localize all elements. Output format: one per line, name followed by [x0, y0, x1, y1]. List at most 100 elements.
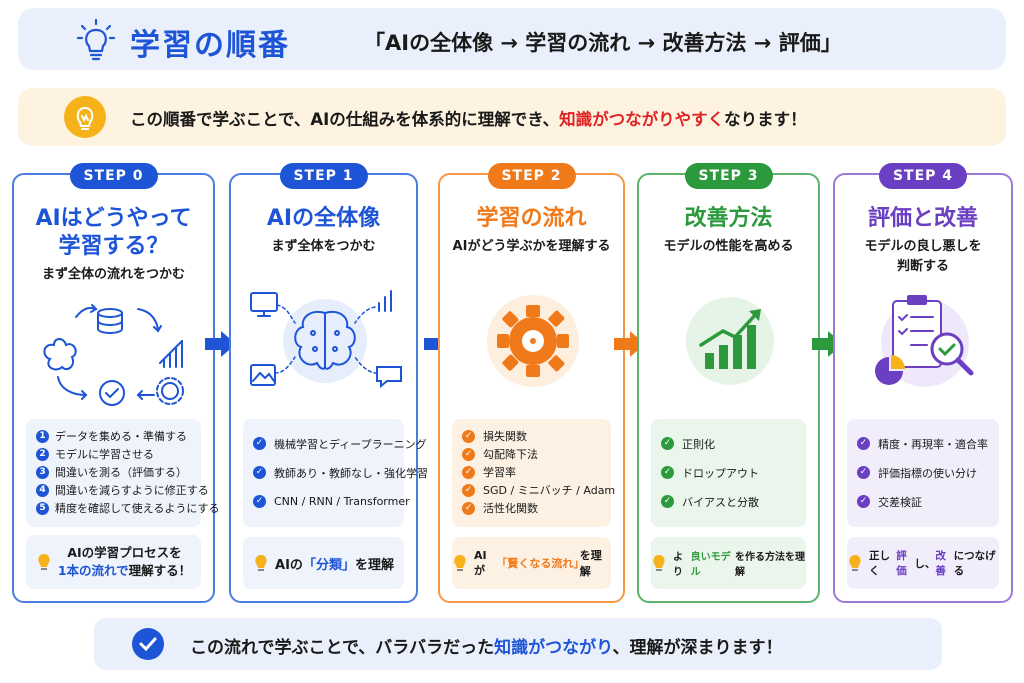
step-items-box: ✓ 精度・再現率・適合率 ✓ 評価指標の使い分け ✓交差検証 [847, 419, 999, 527]
list-item-label: バイアスと分散 [682, 495, 759, 509]
evaluation-clipboard-icon [875, 295, 974, 387]
check-icon: ✓ [253, 437, 266, 450]
tip-before: 正しく [869, 550, 890, 577]
list-item-label: 交差検証 [878, 495, 922, 509]
number-badge: 1 [36, 429, 49, 443]
list-item: ✓ 学習率 [462, 463, 601, 481]
step-1-card: STEP 1 AIの全体像 まず全体をつかむ ✓ 機械学習とディープラーニング ✓… [229, 163, 428, 603]
step-title: AIの全体像 [266, 206, 381, 231]
step-subtitle: モデルの性能を高める [663, 239, 794, 254]
footer-banner: この流れで学ぶことで、バラバラだった知識がつながり、理解が深まります！ [94, 618, 942, 670]
tip-highlight: 1本の流れで [57, 563, 129, 578]
number-badge: 4 [36, 483, 49, 497]
tip-highlight: 改善 [935, 550, 946, 577]
list-item: ✓CNN / RNN / Transformer [253, 487, 410, 516]
list-item: 2 モデルに学習させる [36, 445, 191, 463]
lightbulb-icon [454, 555, 466, 571]
subtitle-line: モデルの良し悪しを [864, 239, 982, 254]
step-items-box: ✓ 損失関数 ✓ 勾配降下法 ✓ 学習率 ✓SGD / ミニバッチ / Adam ✓活… [452, 419, 615, 527]
list-item-label: 間違いを減らすように修正する [55, 484, 209, 497]
list-item-label: 機械学習とディープラーニング [274, 437, 427, 451]
list-item-label: ドロップアウト [682, 466, 759, 480]
list-item-label: 学習率 [483, 466, 516, 479]
check-icon: ✓ [462, 465, 475, 479]
list-item: ✓活性化関数 [462, 499, 601, 517]
list-item: ✓交差検証 [857, 487, 989, 516]
step-badge: STEP 4 [878, 163, 968, 189]
lightbulb-icon [255, 555, 267, 571]
step-tip: AIの学習プロセスを 1本の流れで理解する！ [26, 535, 201, 589]
step-tip: より良いモデルを作る方法を理解 [651, 537, 806, 589]
step-subtitle: AIがどう学ぶかを理解する [452, 239, 611, 254]
list-item-label: モデルに学習させる [55, 448, 154, 461]
tip-after: を理解 [579, 549, 602, 578]
intro-highlight: 知識がつながりやすく [559, 110, 725, 129]
step-title: 評価と改善 [867, 206, 978, 231]
step-badge: STEP 2 [487, 163, 576, 189]
step-title: 改善方法 [684, 206, 773, 231]
arrow-right-icon [205, 331, 236, 357]
list-item-label: データを集める・準備する [55, 430, 187, 443]
list-item: ✓SGD / ミニバッチ / Adam [462, 481, 615, 499]
list-item-label: 間違いを測る（評価する） [55, 466, 187, 479]
intro-text-before: この順番で学ぶことで、AIの仕組みを体系的に理解でき、 [130, 110, 560, 129]
lightbulb-icon [76, 18, 116, 61]
list-item-label: 正則化 [682, 437, 715, 451]
header-banner: 学習の順番 「AIの全体像 → 学習の流れ → 改善方法 → 評価」 [18, 8, 1006, 70]
check-icon: ✓ [857, 466, 870, 479]
check-icon: ✓ [462, 501, 475, 515]
step-items-box: 1 データを集める・準備する 2 モデルに学習させる 3 間違いを測る（評価する） 4… [26, 419, 219, 527]
check-icon: ✓ [253, 466, 266, 479]
lightbulb-icon [849, 555, 861, 571]
intro-text-after: なります！ [724, 110, 807, 129]
step-title: 学習の流れ [476, 206, 587, 231]
tip-line: AIの学習プロセスを [67, 545, 182, 560]
step-badge: STEP 1 [279, 163, 368, 189]
check-icon: ✓ [661, 437, 674, 450]
list-item: ✓ バイアスと分散 [661, 487, 796, 516]
step-subtitle: まず全体をつかむ [271, 239, 376, 254]
tip-before: AIが [474, 548, 487, 577]
step-items-box: ✓ 正則化 ✓ドロップアウト ✓ バイアスと分散 [651, 419, 806, 527]
step-title: AIはどうやって 学習する？ [14, 205, 213, 261]
tip-after: を理解 [354, 557, 394, 573]
step-tip: AIの「分類」を理解 [243, 537, 404, 589]
list-item: ✓ 教師あり・教師なし・強化学習 [253, 458, 428, 487]
step-tip: AIが「賢くなる流れ」を理解 [452, 537, 611, 589]
check-icon: ✓ [253, 495, 266, 508]
step-badge: STEP 3 [684, 163, 773, 189]
step-title-line: 学習する？ [58, 234, 169, 259]
tip-after: につなげる [953, 550, 996, 577]
list-item-label: 精度を確認して使えるようにする [55, 502, 220, 515]
check-icon: ✓ [661, 495, 674, 508]
list-item-label: 教師あり・教師なし・強化学習 [274, 466, 428, 480]
step-4-card: STEP 4 評価と改善 モデルの良し悪しを 判断する ✓ 精度・再現率・適合率 … [833, 163, 1013, 603]
tip-highlight: 良いモデル [690, 552, 731, 578]
number-badge: 2 [36, 447, 49, 461]
check-icon: ✓ [462, 483, 475, 497]
list-item-label: 精度・再現率・適合率 [878, 437, 988, 451]
check-icon: ✓ [857, 437, 870, 450]
list-item: ✓ドロップアウト [661, 458, 796, 487]
check-circle-icon [132, 628, 164, 660]
page-title: 学習の順番 [130, 28, 290, 63]
tip-line: 1本の流れで理解する！ [58, 562, 191, 580]
tip-after: 理解する！ [128, 563, 192, 578]
number-badge: 3 [36, 465, 49, 479]
step-subtitle: モデルの良し悪しを 判断する [835, 237, 1011, 277]
list-item-label: 勾配降下法 [483, 448, 538, 461]
step-title-line: AIはどうやって [35, 206, 192, 231]
check-icon: ✓ [462, 429, 475, 443]
gear-icon [487, 295, 579, 387]
ai-brain-icon [250, 290, 402, 389]
check-icon: ✓ [462, 447, 475, 461]
list-item: ✓ 勾配降下法 [462, 445, 601, 463]
list-item-label: 評価指標の使い分け [878, 466, 977, 480]
lightbulb-icon [653, 555, 665, 571]
tip-highlight: 「分類」 [302, 557, 355, 573]
list-item-label: 損失関数 [483, 430, 527, 443]
learning-cycle-icon [43, 304, 184, 406]
footer-text-before: この流れで学ぶことで、バラバラだった [190, 638, 495, 658]
step-badge: STEP 0 [69, 163, 158, 189]
